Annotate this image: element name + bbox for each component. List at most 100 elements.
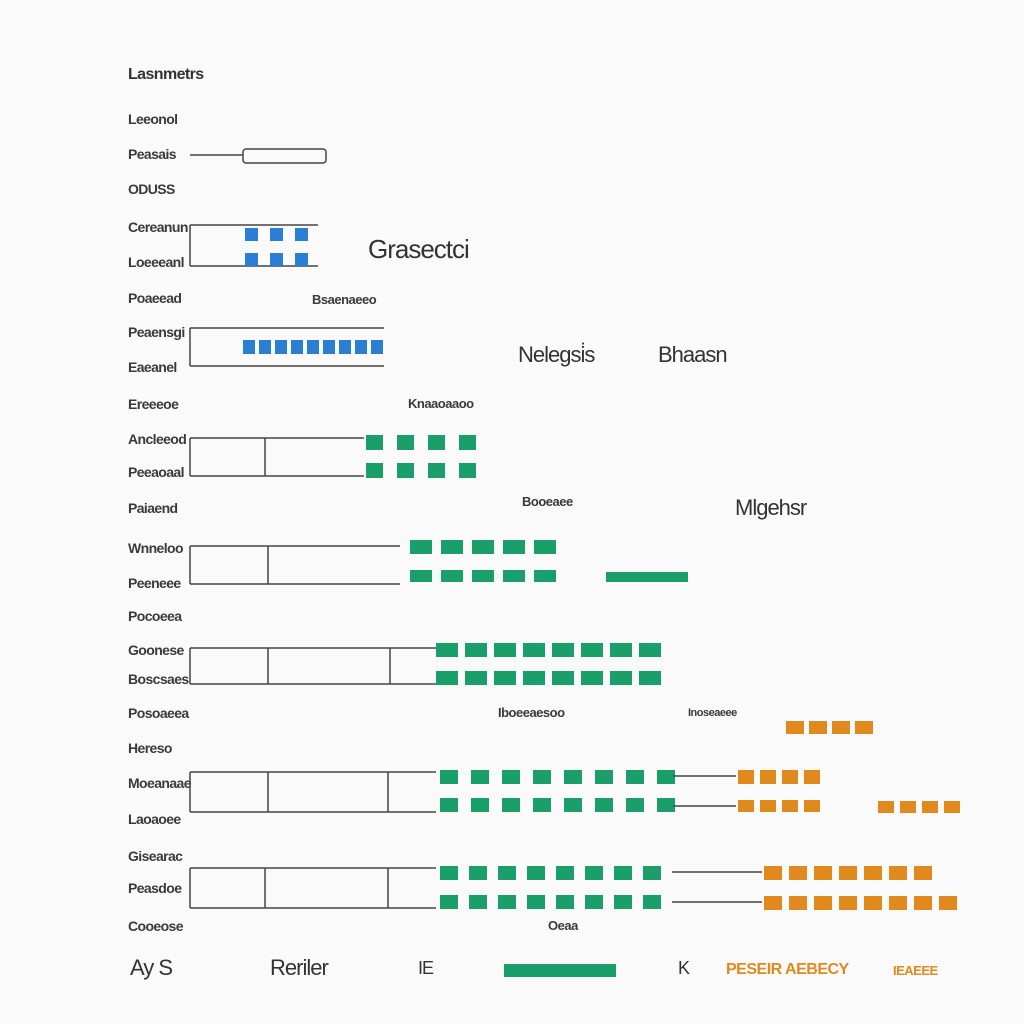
row-label: Cereanun (128, 219, 188, 235)
grid-cell (471, 770, 489, 784)
section-label: Mlgehsr (735, 495, 807, 520)
grid-cell (502, 798, 520, 812)
grid-cell (440, 770, 458, 784)
grid-cell (533, 798, 551, 812)
grid-cell (436, 671, 458, 685)
grid-cell (523, 671, 545, 685)
small-label: Oeaa (548, 918, 578, 933)
small-label: Bsaenaeeo (312, 292, 377, 307)
grid-cell (786, 721, 804, 734)
grid-cell (259, 340, 271, 354)
grid-cell (556, 895, 574, 909)
row-label: Paiaend (128, 500, 178, 516)
grid-cell (295, 228, 308, 241)
grid-cell (643, 866, 661, 880)
grid-cell (428, 435, 445, 450)
grid-cell (472, 540, 494, 554)
grid-cell (564, 770, 582, 784)
grid-cell (610, 643, 632, 657)
footer-item: PESEIR AEBECY (726, 961, 849, 978)
row-label: Gisearac (128, 848, 183, 864)
row-label: Pocoeea (128, 608, 182, 624)
grid-cell (944, 801, 960, 813)
grid-cell (307, 340, 319, 354)
grid-cell (440, 895, 458, 909)
grid-cell (760, 800, 776, 812)
grid-cell (428, 463, 445, 478)
row-label: Ancleeod (128, 431, 187, 447)
grid-cell (614, 866, 632, 880)
grid-cell (355, 340, 367, 354)
grid-cell (410, 570, 432, 582)
grid-cell (939, 896, 957, 910)
grid-cell (441, 570, 463, 582)
row-label: Poaeead (128, 290, 182, 306)
grid-cell (639, 671, 661, 685)
small-label: Booeaee (522, 494, 573, 509)
field-box (242, 148, 327, 164)
grid-cell (832, 721, 850, 734)
small-label: Iboeeaesoo (498, 705, 565, 720)
grid-cell (809, 721, 827, 734)
grid-cell (371, 340, 383, 354)
section-label: Bhaasn (658, 342, 728, 367)
grid-cell (323, 340, 335, 354)
grid-cell (245, 253, 258, 266)
row-label: Wnneloo (128, 540, 184, 556)
grid-cell (498, 895, 516, 909)
footer-item: Reriler (270, 955, 329, 980)
grid-cell (465, 643, 487, 657)
row-label: Peasdoe (128, 880, 182, 896)
grid-cell (472, 570, 494, 582)
grid-cell (814, 896, 832, 910)
grid-cell (804, 770, 820, 784)
grid-cell (459, 435, 476, 450)
grid-cell (469, 866, 487, 880)
grid-cell (469, 895, 487, 909)
grid-cell (436, 643, 458, 657)
grid-cell (295, 253, 308, 266)
grid-cell (552, 671, 574, 685)
grid-cell (595, 770, 613, 784)
grid-cell (534, 540, 556, 554)
row-label: Peeaoaal (128, 464, 185, 480)
row-label: Boscsaes (128, 671, 189, 687)
row-label: Laoaoee (128, 811, 181, 827)
footer-item: Ay S (130, 955, 173, 980)
row-label: Peasais (128, 146, 177, 162)
grid-cell (738, 800, 754, 812)
grid-cell (523, 643, 545, 657)
grid-cell (614, 895, 632, 909)
grid-cell (504, 964, 616, 977)
grid-cell (922, 801, 938, 813)
grid-cell (397, 435, 414, 450)
row-label: Posoaeea (128, 705, 189, 721)
grid-cell (503, 570, 525, 582)
grid-cell (502, 770, 520, 784)
grid-cell (839, 896, 857, 910)
grid-cell (782, 800, 798, 812)
footer-item: IEAEEE (893, 963, 938, 978)
grid-cell (564, 798, 582, 812)
grid-cell (764, 866, 782, 880)
row-label: Leeonol (128, 111, 178, 127)
grid-cell (527, 866, 545, 880)
grid-cell (441, 540, 463, 554)
grid-cell (657, 798, 675, 812)
grid-cell (245, 228, 258, 241)
grid-cell (626, 770, 644, 784)
row-label: Hereso (128, 740, 172, 756)
grid-cell (914, 896, 932, 910)
grid-cell (397, 463, 414, 478)
grid-cell (764, 896, 782, 910)
grid-cell (878, 801, 894, 813)
row-label: Cooeose (128, 918, 184, 934)
row-label: Peeneee (128, 575, 181, 591)
grid-cell (585, 895, 603, 909)
grid-cell (581, 671, 603, 685)
row-label: Peaensgi (128, 324, 185, 340)
grid-cell (291, 340, 303, 354)
grid-cell (889, 896, 907, 910)
grid-cell (440, 866, 458, 880)
grid-cell (657, 770, 675, 784)
